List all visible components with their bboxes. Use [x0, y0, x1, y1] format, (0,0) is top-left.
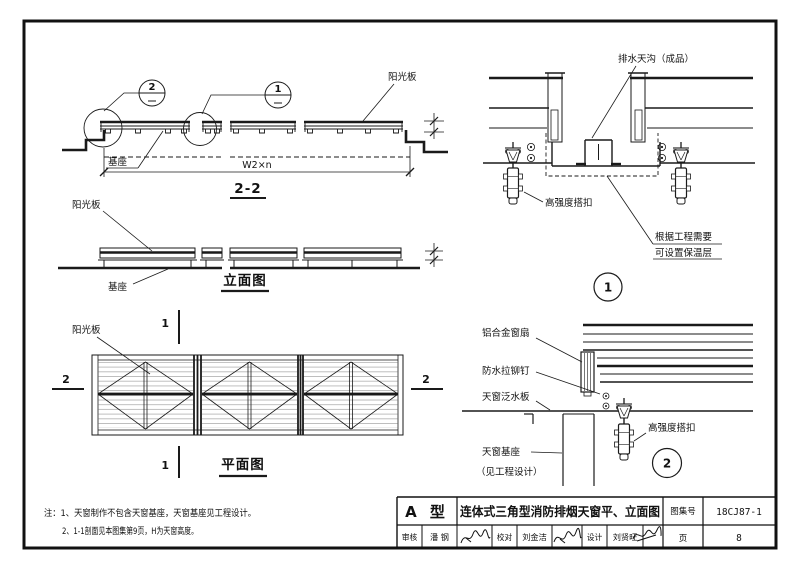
atlas-number-label: 图集号: [670, 506, 696, 517]
base-curb-left: [62, 130, 106, 152]
sheet-border: [22, 19, 778, 550]
detail-2-number: 2: [663, 457, 671, 471]
section-marker-2-left: 2: [62, 373, 70, 386]
plan-title: 平面图: [221, 457, 265, 473]
sun-panel-label: 阳光板: [388, 71, 417, 83]
detail-1-number: 1: [604, 281, 612, 295]
reviewer-signature: [460, 529, 491, 544]
type-label: A 型: [405, 503, 449, 521]
callout-1-number: 1: [275, 84, 282, 95]
page-label: 页: [679, 534, 688, 544]
flashing-label: 天窗泛水板: [482, 391, 530, 403]
drawing-title: 连体式三角型消防排烟天窗平、立面图: [460, 504, 660, 519]
detail-callout-2: [103, 79, 166, 112]
reviewer-name: 潘 钢: [430, 532, 449, 542]
section-marker-1-bottom: 1: [161, 459, 169, 472]
panel-thickness-mark: [424, 113, 444, 139]
base-curb-right: [404, 130, 448, 154]
buckle-icon: [502, 141, 524, 205]
atlas-number-value: 18CJ87-1: [716, 507, 762, 518]
designer-label: 设计: [587, 532, 603, 542]
designer-name: 刘贤旺: [613, 532, 638, 542]
base-label: 基座: [108, 281, 128, 293]
rivet-label: 防水拉铆钉: [482, 365, 530, 377]
detail-2-view: 铝合金窗扇 防水拉铆钉 天窗泛水板 天窗基座 （见工程设计） 高强度搭扣 2: [462, 323, 753, 486]
notes: 注：1、天窗制作不包含天窗基座，天窗基座见工程设计。 2、1-1剖面见本图集第9…: [44, 507, 256, 537]
skylight-base-label-line2: （见工程设计）: [476, 466, 543, 478]
reviewer-label: 审核: [402, 532, 418, 542]
sash-profile: [580, 351, 595, 397]
detail-2-circle: [651, 447, 683, 479]
page-number: 8: [736, 533, 742, 544]
section-2-2-view: W2×n 2 1 阳光板 基座: [62, 71, 448, 199]
buckle-icon: [613, 397, 635, 461]
buckle-label: 高强度搭扣: [545, 197, 593, 209]
dim-w2n-label: W2×n: [242, 160, 271, 171]
detail-1-circle: [593, 272, 623, 302]
base-wall: [562, 413, 595, 486]
callout-2-number: 2: [149, 82, 156, 93]
skylight-base-label-line1: 天窗基座: [482, 446, 521, 458]
height-mark: [425, 243, 443, 267]
gutter-box: [576, 139, 621, 166]
screw-icons: [527, 142, 667, 162]
insulation-label-line2: 可设置保温层: [655, 247, 712, 259]
checker-signature: [553, 527, 582, 544]
detail-1-view: 排水天沟（成品） 高强度搭扣 根据工程需要 可设置保温层 1: [483, 53, 755, 302]
plan-view: 1 1 2 2 阳光板 平面图: [52, 310, 443, 478]
insulation-label-line1: 根据工程需要: [655, 231, 712, 243]
detail-callout-1: [201, 81, 292, 115]
gutter-label: 排水天沟（成品）: [618, 53, 694, 65]
base-label: 基座: [108, 156, 128, 168]
section-marker-2-right: 2: [422, 373, 430, 386]
sun-panel-label: 阳光板: [72, 199, 101, 211]
checker-label: 校对: [497, 532, 513, 542]
section-marker-1-top: 1: [161, 317, 169, 330]
section-2-2-title: 2-2: [234, 181, 261, 197]
sun-panel-label: 阳光板: [72, 324, 101, 336]
insulation-zone: [545, 133, 659, 177]
designer-signature: [632, 526, 662, 542]
buckle-icon: [670, 141, 692, 205]
note-line-2: 2、1-1剖面见本图集第9页，H为天窗高度。: [62, 525, 198, 537]
sash-label: 铝合金窗扇: [482, 327, 530, 339]
elevation-title: 立面图: [223, 272, 267, 289]
elevation-view: 阳光板 基座 立面图: [58, 199, 443, 293]
title-block: A 型 连体式三角型消防排烟天窗平、立面图 图集号 18CJ87-1 页 8 审…: [396, 496, 775, 548]
buckle-label: 高强度搭扣: [648, 422, 696, 434]
checker-name: 刘金洁: [522, 532, 547, 542]
note-line-1: 注：1、天窗制作不包含天窗基座，天窗基座见工程设计。: [44, 507, 256, 519]
